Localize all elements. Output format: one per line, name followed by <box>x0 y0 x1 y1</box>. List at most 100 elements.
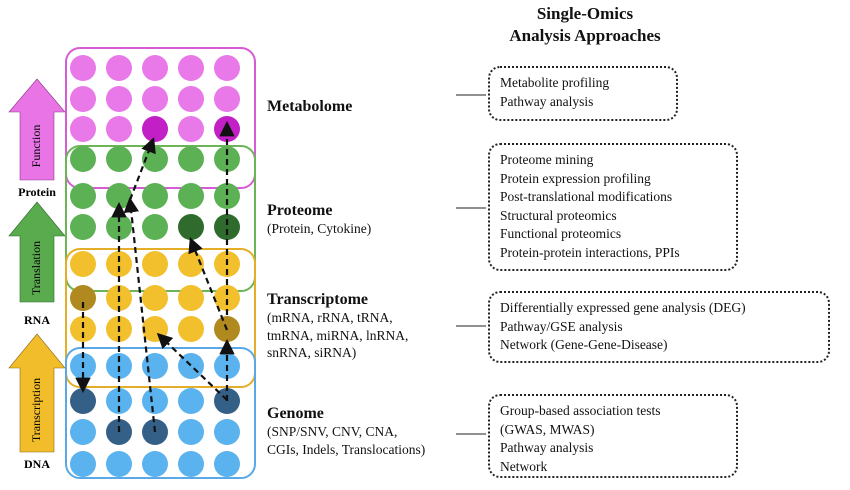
approach-item: Network <box>500 458 548 474</box>
function-arrow: Function <box>8 78 66 181</box>
rna-label: RNA <box>24 313 50 327</box>
proteome-label-group: Proteome (Protein, Cytokine) <box>267 202 371 238</box>
proteome-molecule <box>70 214 96 240</box>
approach-item: Network (Gene-Gene-Disease) <box>500 337 668 352</box>
genome-molecule <box>70 451 96 477</box>
genome-molecule <box>178 388 204 414</box>
metabolome-molecule <box>70 55 96 81</box>
metabolome-molecule <box>142 86 168 112</box>
transcriptome-molecule <box>178 251 204 277</box>
metabolome-title: Metabolome <box>267 98 353 115</box>
transcriptome-subtitle-2: tmRNA, miRNA, lnRNA, <box>267 327 409 343</box>
proteome-highlight-molecule <box>178 214 204 240</box>
transcriptome-frame <box>65 248 256 388</box>
dna-to-protein-arrow-a <box>123 196 157 433</box>
rna-to-protein-arrow <box>188 237 229 331</box>
transcriptome-approaches-box: Differentially expressed gene analysis (… <box>488 291 830 363</box>
approach-item: Differentially expressed gene analysis (… <box>500 300 746 315</box>
approach-item: Post-translational modifications <box>500 189 673 204</box>
metabolome-molecule <box>106 55 132 81</box>
transcriptome-molecule <box>142 251 168 277</box>
approach-item: Proteome mining <box>500 152 594 167</box>
metabolome-highlight-molecule <box>142 116 168 142</box>
title-line-1: Single-Omics <box>536 4 634 23</box>
metabolome-molecule <box>214 86 240 112</box>
genome-highlight-molecule <box>70 388 96 414</box>
genome-title: Genome <box>267 405 324 422</box>
metabolome-molecule <box>70 116 96 142</box>
metabolome-molecule <box>70 86 96 112</box>
proteome-molecule <box>106 146 132 172</box>
metabolome-molecule <box>178 86 204 112</box>
transcription-arrow: Transcription <box>8 333 66 453</box>
transcriptome-molecule <box>70 251 96 277</box>
transcriptome-molecule <box>178 285 204 311</box>
proteome-molecule <box>70 146 96 172</box>
genome-molecule <box>142 353 168 379</box>
genome-molecule <box>178 451 204 477</box>
approach-item: Functional proteomics <box>500 226 622 241</box>
approach-item: Protein expression profiling <box>500 170 651 186</box>
transcriptome-subtitle-3: snRNA, siRNA) <box>267 345 357 360</box>
transcriptome-molecule <box>214 285 240 311</box>
metabolome-molecule <box>214 55 240 81</box>
proteome-molecule <box>214 183 240 209</box>
approach-item: Pathway analysis <box>500 93 594 109</box>
approach-item: Metabolite profiling <box>500 75 610 90</box>
transcription-arrow-label: Transcription <box>29 378 43 442</box>
approach-item: Structural proteomics <box>500 207 617 223</box>
metabolome-molecule <box>106 86 132 112</box>
metabolome-molecule <box>178 55 204 81</box>
genome-label-group: Genome (SNP/SNV, CNV, CNA, CGIs, Indels,… <box>267 405 425 458</box>
genome-molecule <box>178 419 204 445</box>
genome-molecule <box>106 451 132 477</box>
genome-molecule <box>214 451 240 477</box>
proteome-molecule <box>70 183 96 209</box>
proteome-molecule <box>142 214 168 240</box>
genome-approaches-box: Group-based association tests (GWAS, MWA… <box>488 394 738 478</box>
proteome-subtitle: (Protein, Cytokine) <box>267 221 372 236</box>
transcriptome-label-group: Transcriptome (mRNA, rRNA, tRNA, tmRNA, … <box>267 291 408 362</box>
metabolome-molecule <box>178 116 204 142</box>
genome-subtitle-2: CGIs, Indels, Translocations) <box>267 441 426 457</box>
translation-arrow-label: Translation <box>29 241 43 295</box>
page-title: Single-Omics Analysis Approaches <box>470 3 700 47</box>
approach-item: Protein-protein interactions, PPIs <box>500 244 680 260</box>
title-line-2: Analysis Approaches <box>509 26 661 45</box>
proteome-approaches-box: Proteome mining Protein expression profi… <box>488 143 738 271</box>
proteome-molecule <box>178 146 204 172</box>
proteome-highlight-molecule <box>214 214 240 240</box>
metabolome-molecule <box>142 55 168 81</box>
transcriptome-molecule <box>142 285 168 311</box>
dna-label: DNA <box>24 457 50 471</box>
genome-subtitle-1: (SNP/SNV, CNV, CNA, <box>267 424 398 439</box>
left-axis: Function Translation Transcription Prote… <box>8 78 66 471</box>
metabolome-approaches-box: Metabolite profiling Pathway analysis <box>488 66 678 121</box>
proteome-molecule <box>106 183 132 209</box>
proteome-title: Proteome <box>267 202 333 219</box>
transcriptome-molecule <box>178 316 204 342</box>
protein-label: Protein <box>18 185 56 199</box>
transcriptome-molecule <box>70 316 96 342</box>
genome-molecule <box>142 451 168 477</box>
genome-molecule <box>142 388 168 414</box>
function-arrow-label: Function <box>29 125 43 168</box>
transcriptome-highlight-molecule <box>70 285 96 311</box>
proteome-molecule <box>142 183 168 209</box>
approach-item: (GWAS, MWAS) <box>500 421 595 437</box>
approach-item: Pathway analysis <box>500 440 594 455</box>
metabolome-molecule <box>106 116 132 142</box>
transcriptome-title: Transcriptome <box>267 291 369 308</box>
approach-item: Group-based association tests <box>500 403 661 418</box>
translation-arrow: Translation <box>8 201 66 303</box>
dna-to-protein-arrow-b <box>128 137 156 201</box>
molecule-grid <box>65 47 256 479</box>
transcriptome-molecule <box>106 251 132 277</box>
approach-item: Pathway/GSE analysis <box>500 318 623 334</box>
genome-molecule <box>214 419 240 445</box>
dna-to-rna-arrow <box>156 332 228 401</box>
genome-molecule <box>70 419 96 445</box>
transcriptome-subtitle-1: (mRNA, rRNA, tRNA, <box>267 310 393 325</box>
proteome-molecule <box>178 183 204 209</box>
